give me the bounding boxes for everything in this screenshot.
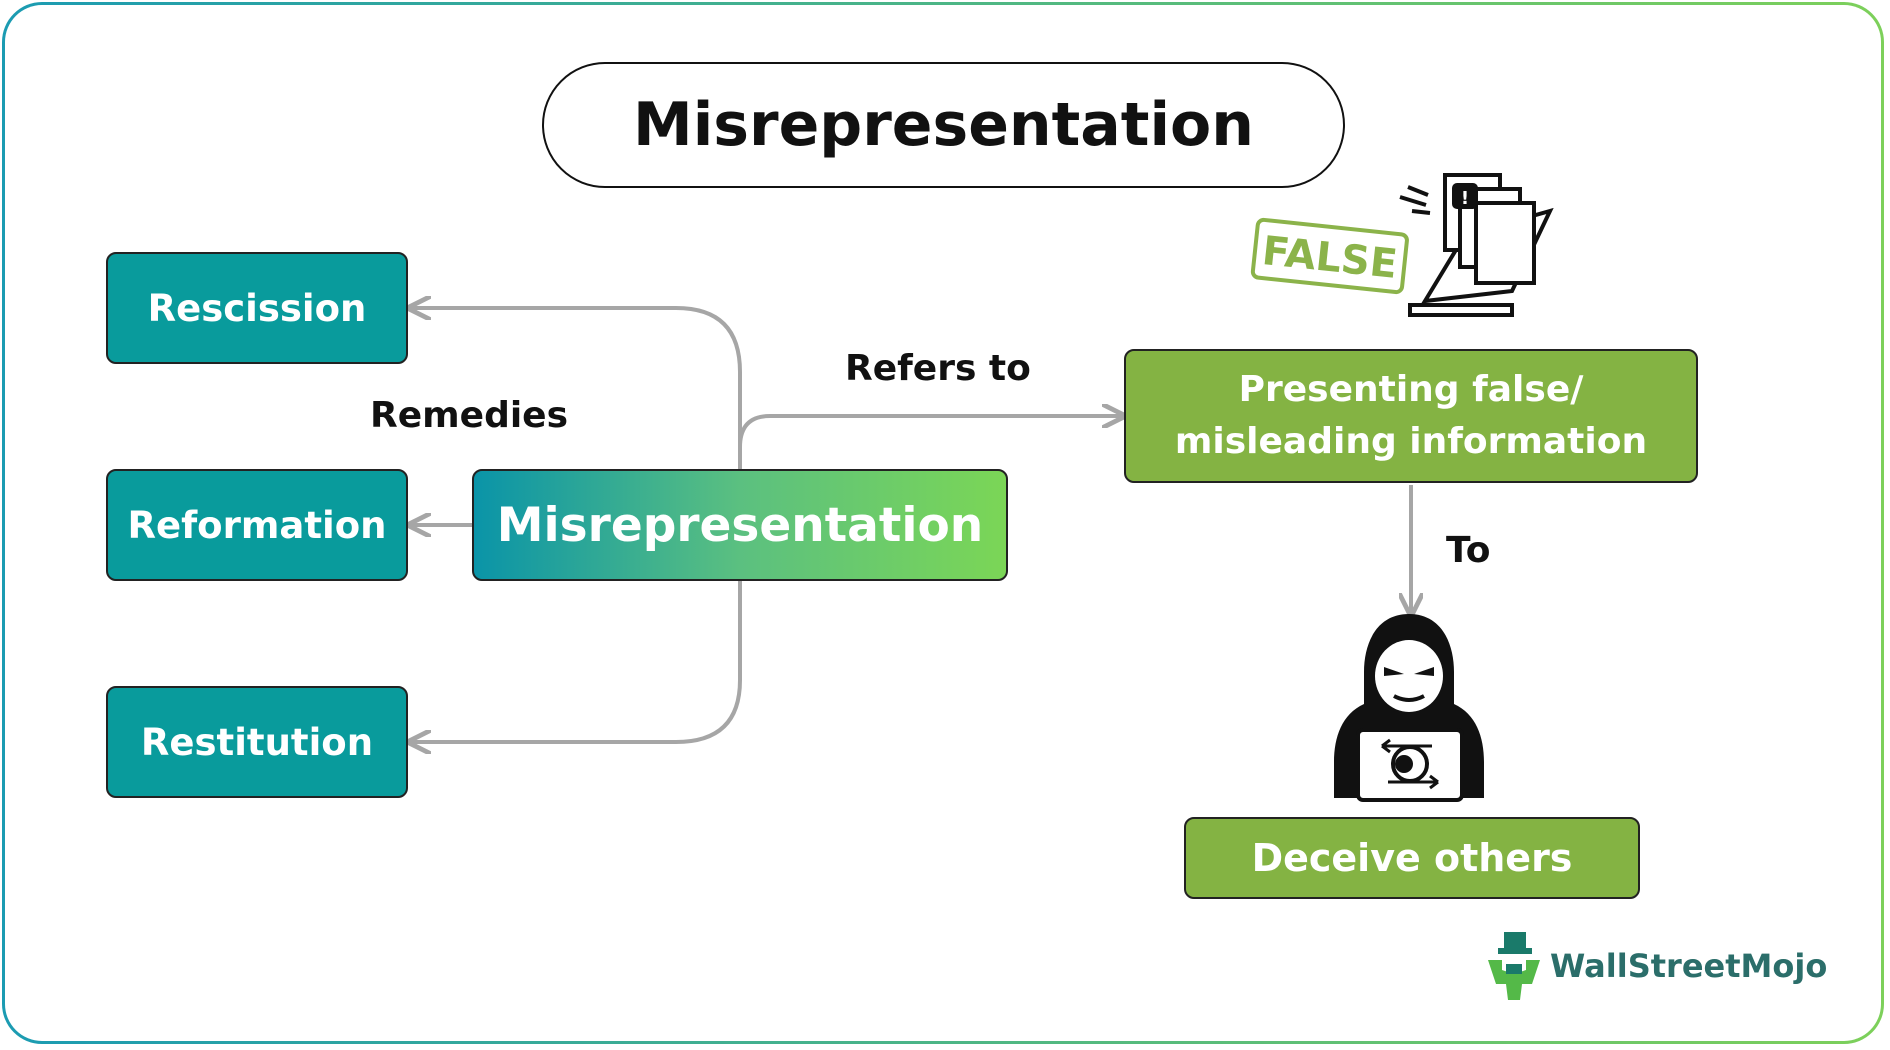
brand-name: WallStreetMojo (1550, 947, 1828, 985)
hacker-icon (1334, 614, 1484, 802)
remedies-label: Remedies (370, 395, 569, 436)
page-title: Misrepresentation (542, 62, 1345, 188)
remedy-restitution: Restitution (106, 686, 408, 798)
laptop-false-illustration: FALSE ! (1250, 173, 1554, 317)
arrow-to-rescission (412, 308, 742, 470)
brand-logo: WallStreetMojo (1484, 930, 1827, 1002)
refers-to-label: Refers to (845, 348, 1031, 389)
remedy-reformation: Reformation (106, 469, 408, 581)
brand-mascot-icon (1488, 932, 1540, 1000)
false-stamp: FALSE (1250, 217, 1409, 295)
remedy-rescission: Rescission (106, 252, 408, 364)
svg-text:!: ! (1461, 188, 1469, 209)
arrow-to-restitution (412, 580, 742, 742)
arrow-refers-to (738, 416, 1121, 470)
to-label: To (1446, 530, 1491, 571)
center-node: Misrepresentation (472, 469, 1008, 581)
result-box: Deceive others (1184, 817, 1640, 899)
laptop-icon (1399, 173, 1554, 317)
definition-box: Presenting false/ misleading information (1124, 349, 1698, 483)
